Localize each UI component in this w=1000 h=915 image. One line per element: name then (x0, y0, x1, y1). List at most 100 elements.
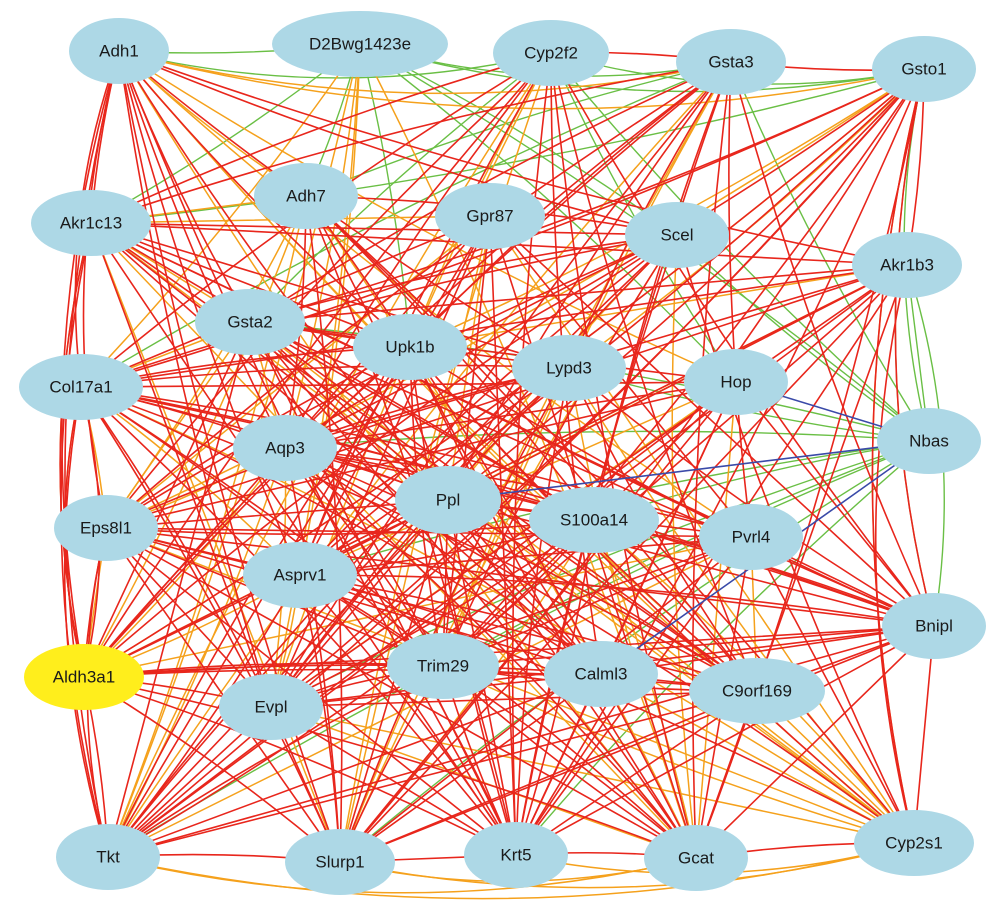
node-gsta3[interactable]: Gsta3 (676, 29, 786, 95)
node-evpl[interactable]: Evpl (219, 674, 323, 740)
edge-d2bwg1423e-evpl (270, 43, 361, 708)
edge-col17a1-tkt (63, 386, 109, 858)
node-pvrl4[interactable]: Pvrl4 (699, 504, 803, 570)
node-lypd3[interactable]: Lypd3 (512, 335, 626, 401)
node-eps8l1-label: Eps8l1 (80, 519, 132, 538)
node-aldh3a1-shape (24, 644, 144, 710)
node-akr1c13[interactable]: Akr1c13 (31, 190, 151, 256)
edge-akr1b3-evpl (270, 264, 908, 708)
node-gsta2[interactable]: Gsta2 (195, 289, 305, 355)
node-c9orf169[interactable]: C9orf169 (689, 658, 825, 724)
edge-scel-gsta2 (249, 234, 678, 323)
edge-akr1b3-aldh3a1 (83, 264, 908, 678)
edge-bnipl-trim29 (442, 625, 935, 667)
edge-lypd3-c9orf169 (568, 367, 758, 692)
edge-cyp2f2-bnipl (550, 52, 935, 627)
edge-aldh3a1-krt5 (83, 676, 517, 856)
edge-col17a1-bnipl (80, 386, 935, 627)
edge-asprv1-slurp1 (299, 574, 341, 863)
edge-d2bwg1423e-aqp3 (284, 43, 361, 449)
node-gsta3-shape (676, 29, 786, 95)
edge-adh1-eps8l1 (82, 50, 120, 529)
edge-s100a14-evpl (270, 519, 595, 708)
edge-gsto1-slurp1 (339, 68, 925, 863)
edge-c9orf169-tkt (107, 690, 758, 858)
node-ppl-shape (395, 466, 501, 534)
edge-adh1-akr1b3 (118, 50, 908, 266)
node-aldh3a1[interactable]: Aldh3a1 (24, 644, 144, 710)
node-calml3[interactable]: Calml3 (544, 641, 658, 707)
edge-gsta3-ppl (447, 61, 732, 501)
edge-asprv1-cyp2s1 (299, 574, 915, 844)
edge-layer (59, 43, 945, 900)
node-upk1b-shape (353, 314, 467, 380)
node-cyp2f2-label: Cyp2f2 (524, 44, 578, 63)
node-upk1b[interactable]: Upk1b (353, 314, 467, 380)
node-hop-label: Hop (720, 373, 751, 392)
edge-upk1b-calml3 (409, 346, 602, 675)
node-gcat[interactable]: Gcat (644, 825, 748, 891)
node-akr1c13-shape (31, 190, 151, 256)
node-scel[interactable]: Scel (625, 202, 729, 268)
edge-adh1-cyp2f2 (118, 50, 552, 79)
node-bnipl[interactable]: Bnipl (882, 593, 986, 659)
edge-gsto1-akr1c13 (90, 68, 925, 224)
node-krt5-label: Krt5 (500, 846, 531, 865)
node-col17a1-shape (19, 354, 143, 420)
node-cyp2f2[interactable]: Cyp2f2 (493, 20, 609, 86)
node-hop[interactable]: Hop (684, 349, 788, 415)
node-d2bwg1423e[interactable]: D2Bwg1423e (272, 11, 448, 77)
edge-eps8l1-bnipl (105, 527, 935, 627)
node-adh1[interactable]: Adh1 (69, 18, 169, 84)
node-adh1-label: Adh1 (99, 42, 139, 61)
edge-eps8l1-calml3 (105, 527, 602, 675)
node-aldh3a1-label: Aldh3a1 (53, 668, 115, 687)
edge-nbas-tkt (107, 440, 930, 858)
node-tkt[interactable]: Tkt (56, 824, 160, 890)
node-akr1b3-shape (852, 232, 962, 298)
edge-bnipl-aldh3a1 (83, 625, 935, 678)
edge-gpr87-asprv1 (299, 215, 491, 576)
edge-akr1c13-s100a14 (90, 222, 595, 521)
node-akr1c13-label: Akr1c13 (60, 214, 122, 233)
node-cyp2s1-label: Cyp2s1 (885, 834, 943, 853)
node-evpl-shape (219, 674, 323, 740)
node-cyp2s1[interactable]: Cyp2s1 (854, 810, 974, 876)
node-slurp1[interactable]: Slurp1 (285, 829, 395, 895)
node-akr1b3[interactable]: Akr1b3 (852, 232, 962, 298)
edge-aqp3-gcat (284, 447, 697, 859)
edge-gsto1-krt5 (515, 68, 925, 856)
edge-adh1-scel (118, 50, 678, 236)
edge-eps8l1-c9orf169 (105, 527, 758, 692)
edge-cyp2f2-c9orf169 (550, 52, 758, 692)
node-nbas[interactable]: Nbas (877, 408, 981, 474)
node-gsto1[interactable]: Gsto1 (872, 36, 976, 102)
edge-akr1b3-eps8l1 (105, 264, 908, 529)
edge-lypd3-col17a1 (80, 364, 570, 388)
node-eps8l1-shape (54, 495, 158, 561)
node-eps8l1[interactable]: Eps8l1 (54, 495, 158, 561)
edge-gsta3-nbas (730, 61, 930, 442)
node-adh7[interactable]: Adh7 (254, 163, 358, 229)
node-aqp3-label: Aqp3 (265, 439, 305, 458)
node-col17a1[interactable]: Col17a1 (19, 354, 143, 420)
node-aqp3[interactable]: Aqp3 (233, 415, 337, 481)
node-asprv1[interactable]: Asprv1 (243, 542, 357, 608)
node-krt5[interactable]: Krt5 (464, 822, 568, 888)
node-adh7-label: Adh7 (286, 187, 326, 206)
node-s100a14[interactable]: S100a14 (529, 487, 659, 553)
node-ppl[interactable]: Ppl (395, 466, 501, 534)
edge-gsto1-bnipl (894, 68, 935, 627)
edge-eps8l1-gcat (105, 527, 697, 859)
edge-gsto1-gsta2 (249, 68, 925, 323)
edge-asprv1-bnipl (299, 574, 935, 627)
edge-hop-col17a1 (80, 381, 737, 388)
node-gpr87[interactable]: Gpr87 (435, 183, 545, 249)
node-ppl-label: Ppl (436, 491, 461, 510)
node-adh7-shape (254, 163, 358, 229)
edge-adh1-evpl (118, 50, 272, 708)
edge-col17a1-evpl (80, 386, 272, 708)
edge-bnipl-gcat (695, 625, 935, 859)
node-gcat-label: Gcat (678, 849, 714, 868)
node-trim29[interactable]: Trim29 (387, 633, 499, 699)
